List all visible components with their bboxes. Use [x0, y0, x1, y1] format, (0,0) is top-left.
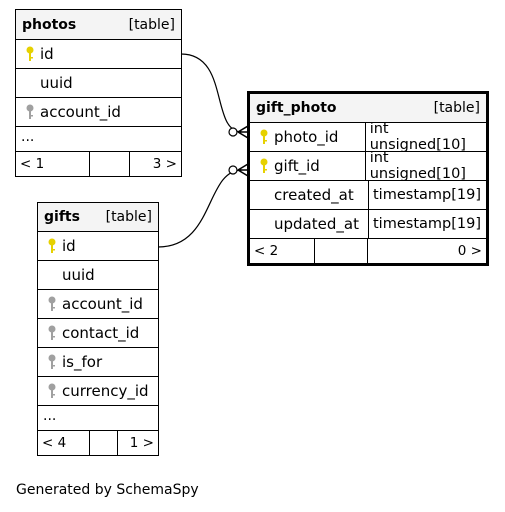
- column-type: int unsigned[10]: [364, 121, 486, 153]
- column-row-contact-id[interactable]: contact_id: [38, 319, 158, 348]
- table-header: photos [table]: [16, 10, 181, 40]
- foreign-key-icon: [42, 296, 62, 312]
- table-name: photos: [22, 16, 77, 33]
- column-row-id[interactable]: id: [38, 232, 158, 261]
- table-type-label: [table]: [128, 16, 175, 33]
- primary-key-icon: [20, 46, 40, 62]
- table-name: gifts: [44, 209, 80, 225]
- column-name: id: [62, 237, 76, 255]
- column-row-account-id[interactable]: account_id: [16, 98, 181, 127]
- connector-gifts-gift-photo: [157, 169, 243, 248]
- more-columns-ellipsis: ...: [38, 406, 158, 431]
- table-header: gift_photo [table]: [250, 94, 486, 123]
- column-name: account_id: [40, 103, 121, 121]
- more-columns-ellipsis: ...: [16, 127, 181, 152]
- column-name: uuid: [62, 266, 95, 284]
- children-count[interactable]: 1 >: [129, 435, 154, 451]
- column-name: currency_id: [62, 382, 149, 400]
- crows-foot-icon: [237, 163, 249, 177]
- column-row-currency-id[interactable]: currency_id: [38, 377, 158, 406]
- parents-count[interactable]: < 4: [38, 431, 90, 455]
- generated-by-caption: Generated by SchemaSpy: [16, 482, 199, 498]
- column-row-updated-at[interactable]: updated_at timestamp[19]: [250, 210, 486, 239]
- column-row-gift-id[interactable]: gift_id int unsigned[10]: [250, 150, 486, 182]
- table-gift-photo[interactable]: gift_photo [table] photo_id int unsigned…: [247, 91, 489, 266]
- column-name: is_for: [62, 353, 103, 371]
- primary-key-icon: [254, 158, 274, 174]
- column-name: updated_at: [274, 215, 359, 233]
- column-type: int unsigned[10]: [364, 150, 486, 182]
- children-count[interactable]: 3 >: [152, 156, 177, 172]
- column-row-is-for[interactable]: is_for: [38, 348, 158, 377]
- connector-photos-gift-photo: [180, 53, 243, 133]
- column-name: account_id: [62, 295, 143, 313]
- table-type-label: [table]: [433, 100, 480, 116]
- foreign-key-icon: [42, 325, 62, 341]
- table-photos[interactable]: photos [table] id uuid account_id ... < …: [15, 9, 182, 177]
- column-row-uuid[interactable]: uuid: [38, 261, 158, 290]
- table-name: gift_photo: [256, 100, 337, 116]
- column-row-account-id[interactable]: account_id: [38, 290, 158, 319]
- column-type: timestamp[19]: [368, 181, 481, 209]
- column-name: gift_id: [274, 157, 320, 175]
- table-gifts[interactable]: gifts [table] id uuid account_id cont: [37, 202, 159, 456]
- column-row-uuid[interactable]: uuid: [16, 69, 181, 98]
- table-footer: < 4 1 >: [38, 431, 158, 455]
- column-name: uuid: [40, 74, 73, 92]
- foreign-key-icon: [42, 383, 62, 399]
- parents-count[interactable]: < 2: [250, 239, 315, 263]
- column-name: contact_id: [62, 324, 140, 342]
- column-name: photo_id: [274, 128, 339, 146]
- connector-end-circle: [228, 127, 238, 137]
- column-name: created_at: [274, 186, 354, 204]
- table-footer: < 2 0 >: [250, 239, 486, 263]
- table-footer: < 1 3 >: [16, 152, 181, 176]
- parents-count[interactable]: < 1: [16, 152, 90, 176]
- primary-key-icon: [254, 129, 274, 145]
- children-count[interactable]: 0 >: [457, 243, 482, 259]
- column-row-id[interactable]: id: [16, 40, 181, 69]
- column-type: timestamp[19]: [368, 210, 481, 238]
- column-name: id: [40, 45, 54, 63]
- column-row-photo-id[interactable]: photo_id int unsigned[10]: [250, 121, 486, 153]
- primary-key-icon: [42, 238, 62, 254]
- foreign-key-icon: [20, 104, 40, 120]
- table-type-label: [table]: [105, 209, 152, 225]
- connector-end-circle: [228, 165, 238, 175]
- column-row-created-at[interactable]: created_at timestamp[19]: [250, 181, 486, 210]
- foreign-key-icon: [42, 354, 62, 370]
- crows-foot-icon: [237, 125, 249, 139]
- table-header: gifts [table]: [38, 203, 158, 232]
